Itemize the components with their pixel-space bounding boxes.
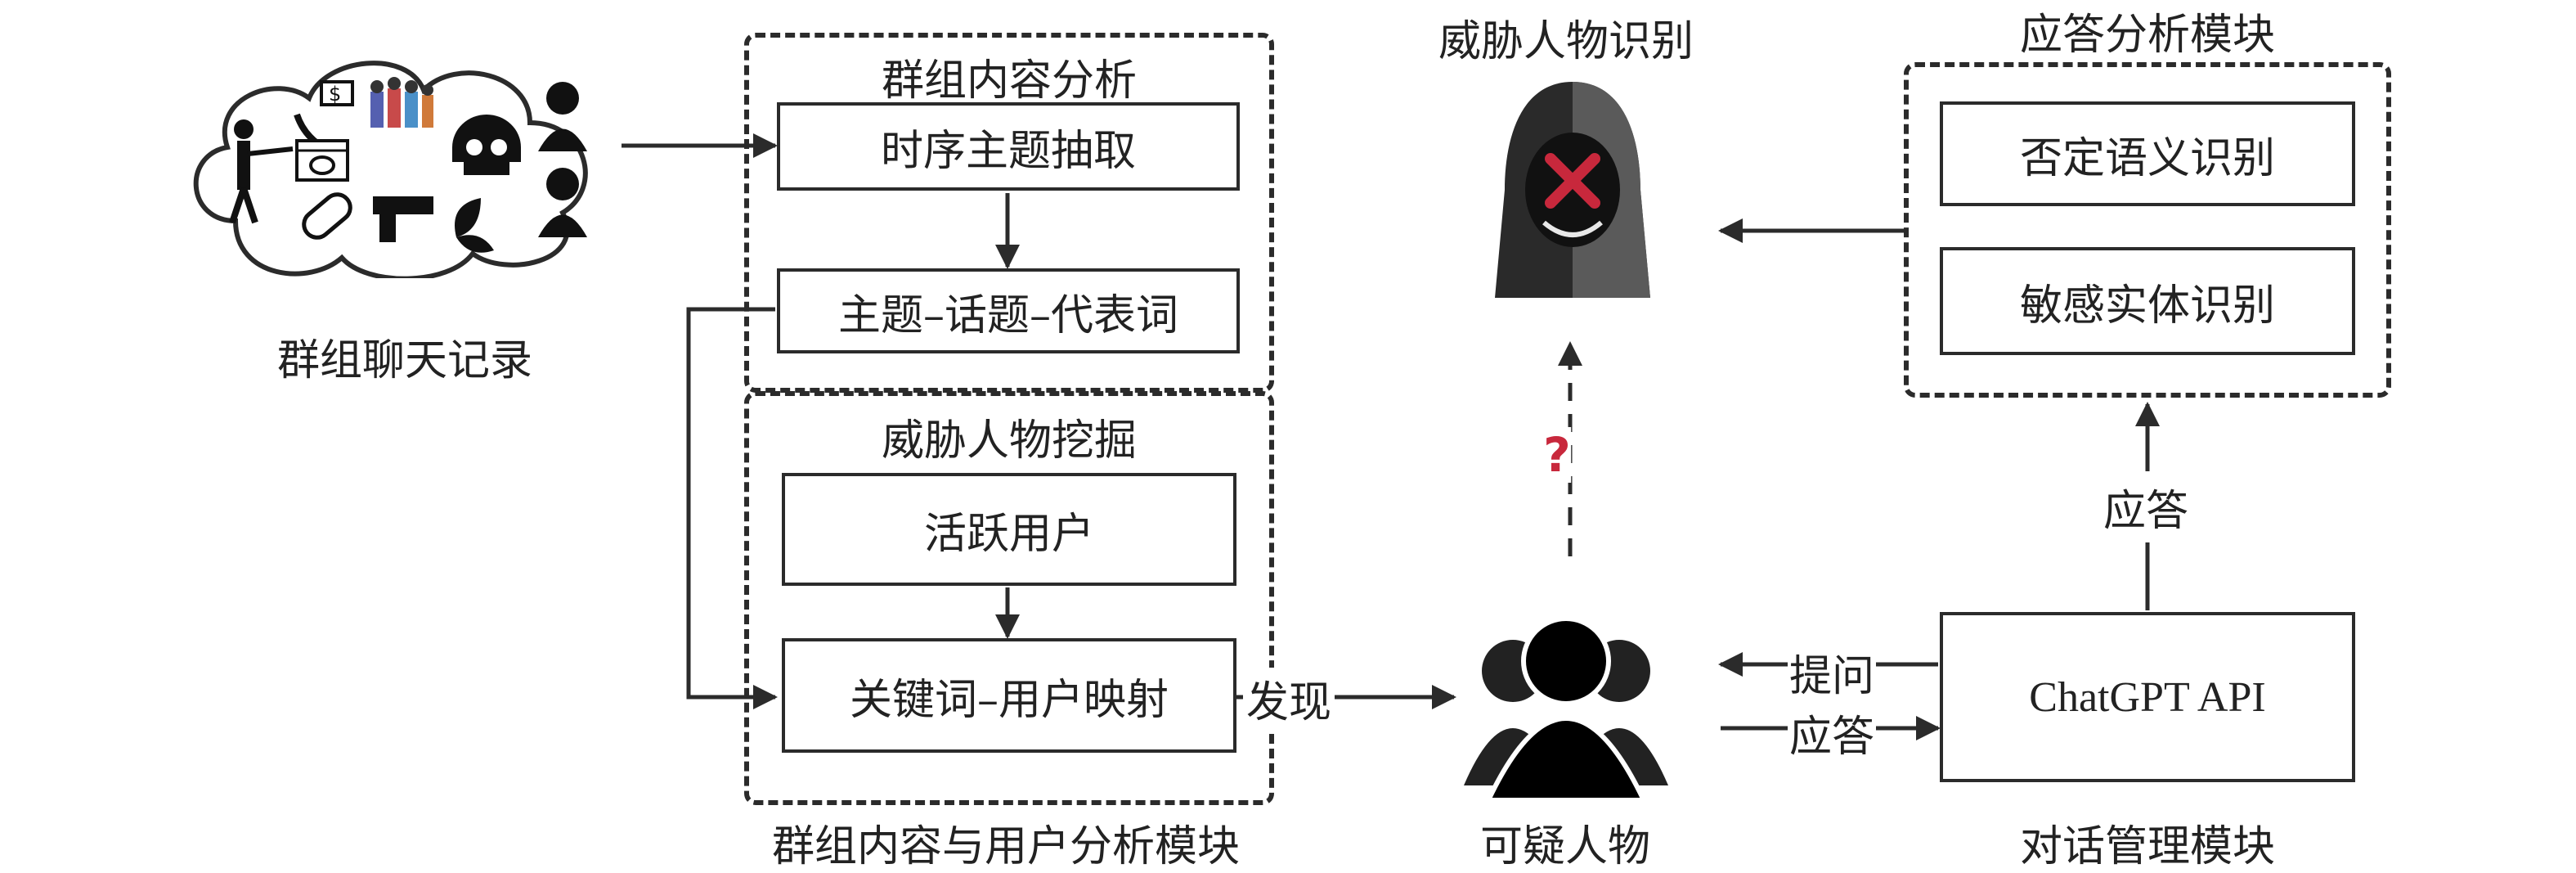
shooter-icon [229, 119, 294, 224]
crowd-icon [370, 77, 433, 128]
pill-icon [302, 192, 352, 240]
hooded-threat-icon [1495, 82, 1650, 298]
sensitive-entity-box: 敏感实体识别 [1940, 247, 2355, 355]
answer-in-label: 应答 [1788, 702, 1877, 763]
keyword-user-map-box: 关键词–用户映射 [782, 638, 1236, 753]
response-analysis-frame [1904, 62, 2391, 398]
answer-up-label: 应答 [2103, 471, 2189, 542]
suspect-people-icon [1464, 616, 1668, 803]
svg-text:$: $ [329, 83, 341, 106]
skull-icon [452, 115, 521, 175]
negation-recognition-box: 否定语义识别 [1940, 101, 2355, 206]
group-module-caption: 群组内容与用户分析模块 [771, 822, 1241, 871]
ask-label: 提问 [1788, 641, 1877, 703]
threat-identification-title: 威胁人物识别 [1438, 17, 1694, 66]
dialog-module-caption: 对话管理模块 [2019, 822, 2276, 871]
hooded-figure [1487, 75, 1658, 304]
suspects-group [1456, 614, 1676, 803]
leaf-icon [455, 198, 494, 253]
chat-records-cloud: $ [178, 41, 612, 281]
threat-mining-title: 威胁人物挖掘 [881, 416, 1138, 466]
content-analysis-frame [744, 33, 1274, 393]
threat-mining-frame [744, 391, 1274, 805]
people-silhouette-icon [538, 82, 587, 237]
uncertain-question-mark: ? [1543, 427, 1571, 483]
response-analysis-title: 应答分析模块 [2019, 11, 2276, 60]
arrow-topic-to-keyword-loop [686, 307, 778, 709]
active-users-box: 活跃用户 [782, 473, 1236, 586]
discover-label: 发现 [1243, 668, 1335, 729]
content-analysis-title: 群组内容分析 [881, 56, 1138, 106]
topic-extraction-box: 时序主题抽取 [777, 102, 1240, 191]
gun-icon [373, 196, 433, 242]
topic-keyword-box: 主题–话题–代表词 [777, 268, 1240, 353]
chat-records-label: 群组聊天记录 [276, 336, 533, 385]
chatgpt-api-box: ChatGPT API [1940, 612, 2355, 782]
cross-mark-icon [1545, 153, 1600, 209]
malware-browser-icon [295, 139, 349, 182]
cloud-icon: $ [193, 61, 588, 281]
suspects-caption: 可疑人物 [1479, 822, 1651, 871]
